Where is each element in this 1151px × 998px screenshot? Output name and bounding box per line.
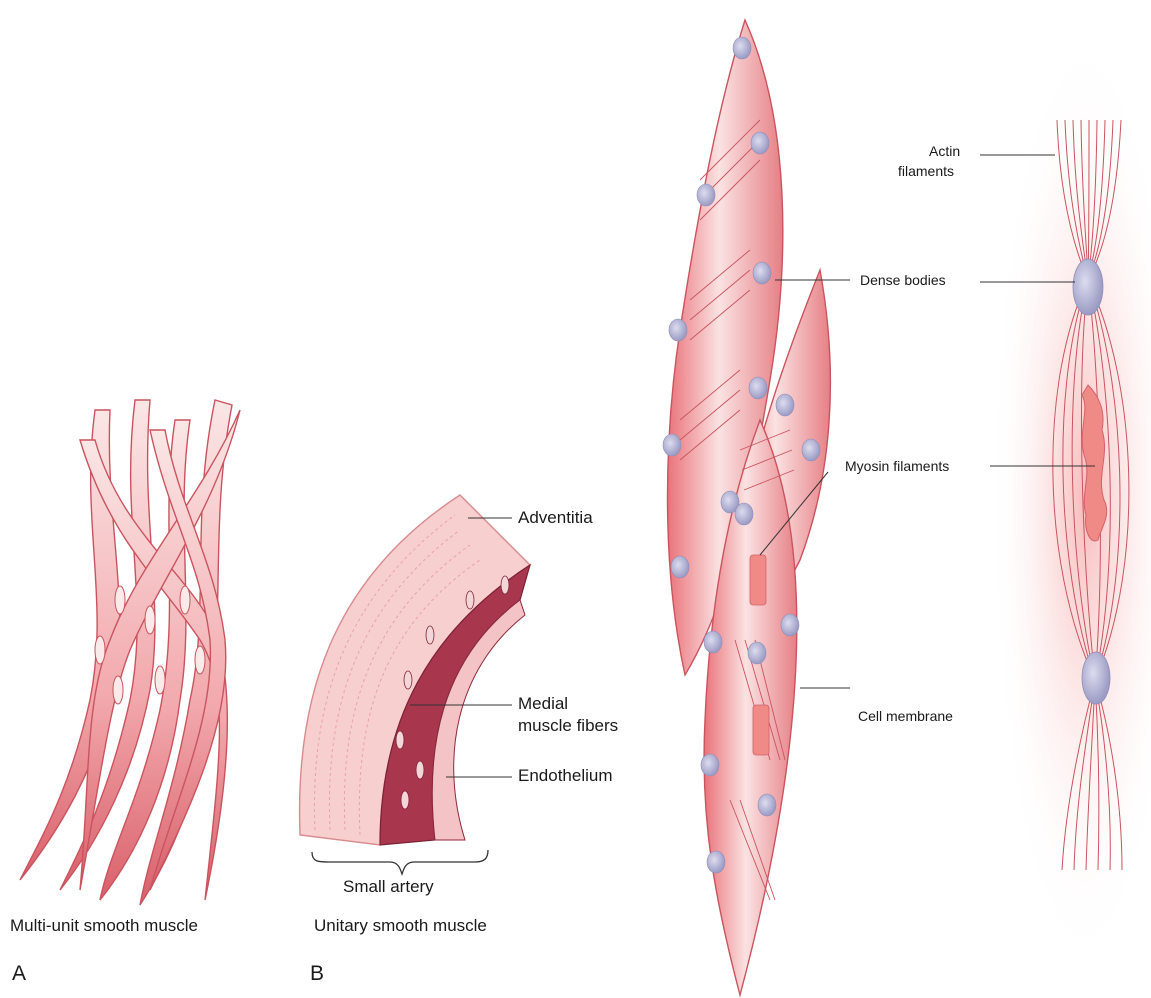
actin-label-line2: filaments [898,163,954,179]
dense-body [1082,652,1110,704]
panel-label-b: B [310,962,324,986]
unitary-caption: Unitary smooth muscle [314,916,487,936]
multi-unit-muscle-illustration [20,400,240,905]
artery-cross-section [300,495,530,874]
panel-label-a: A [12,962,26,986]
smooth-muscle-cells [663,20,830,995]
medial-fibers-label-line1: Medial [518,694,568,714]
dense-bodies-label: Dense bodies [860,272,946,288]
artery-bracket [312,850,488,874]
multi-unit-caption: Multi-unit smooth muscle [10,916,198,936]
cell-membrane-label: Cell membrane [858,708,953,724]
myosin-label: Myosin filaments [845,458,949,474]
actin-label-line1: Actin [929,143,960,159]
endothelium-label: Endothelium [518,766,613,786]
adventitia-label: Adventitia [518,508,593,528]
medial-fibers-label-line2: muscle fibers [518,716,618,736]
small-artery-label: Small artery [343,877,434,897]
dense-body [1073,259,1103,315]
